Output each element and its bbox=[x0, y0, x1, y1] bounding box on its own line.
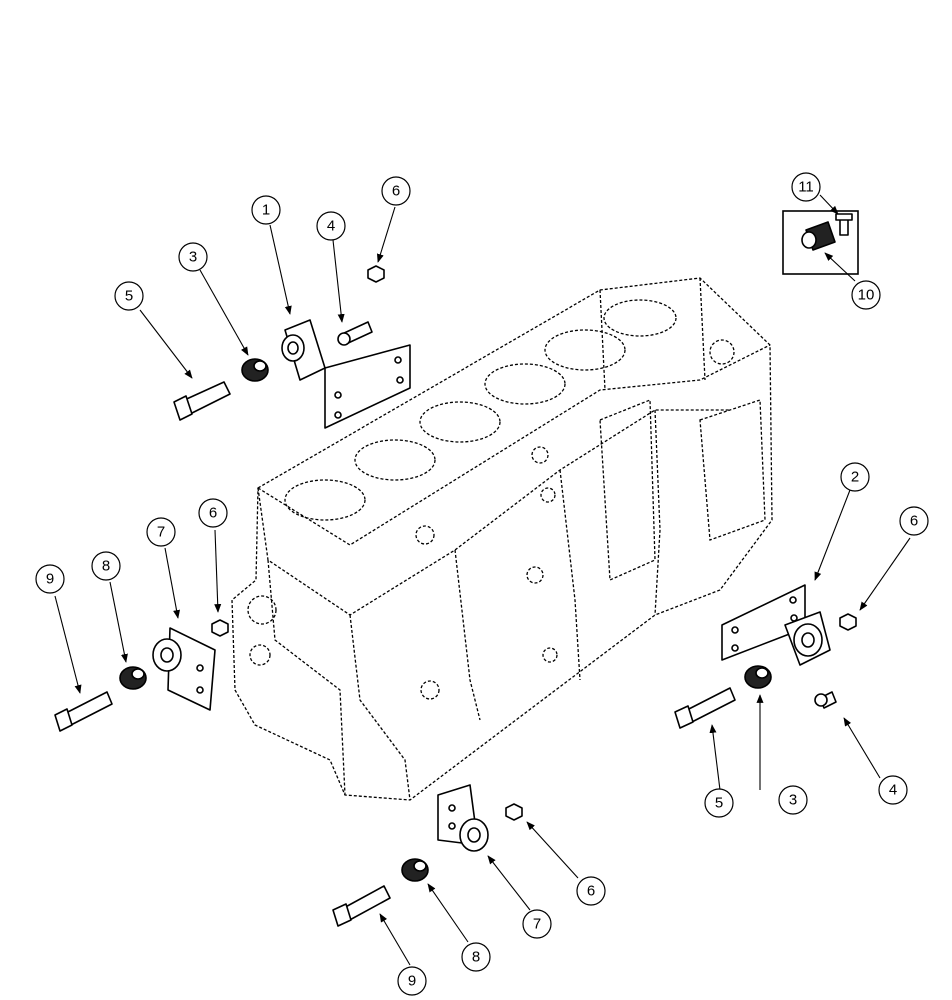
svg-text:6: 6 bbox=[209, 505, 217, 522]
svg-text:3: 3 bbox=[789, 792, 797, 809]
isolator-3-upper bbox=[241, 358, 269, 382]
bolt-9-left bbox=[54, 691, 113, 732]
svg-text:6: 6 bbox=[587, 883, 595, 900]
part-2-mount-bracket bbox=[721, 584, 831, 666]
callout-8-bottom: 8 bbox=[461, 942, 491, 972]
svg-text:4: 4 bbox=[327, 218, 335, 235]
part-1-mount-bracket bbox=[281, 319, 411, 429]
callout-3-right: 3 bbox=[778, 785, 808, 815]
isolator-8-bottom bbox=[401, 858, 429, 882]
callout-2: 2 bbox=[840, 462, 870, 492]
callout-10: 10 bbox=[851, 280, 881, 310]
svg-text:7: 7 bbox=[533, 916, 541, 933]
callout-5-upper: 5 bbox=[114, 281, 144, 311]
callout-9-left: 9 bbox=[35, 564, 65, 594]
svg-text:6: 6 bbox=[910, 513, 918, 530]
isolator-3-right bbox=[744, 665, 772, 689]
nut-6-right bbox=[839, 613, 857, 631]
part-7-mount-left bbox=[152, 627, 216, 711]
svg-text:8: 8 bbox=[472, 949, 480, 966]
callout-9-bottom: 9 bbox=[397, 966, 427, 996]
svg-text:5: 5 bbox=[715, 795, 723, 812]
callout-11: 11 bbox=[791, 172, 821, 202]
svg-text:3: 3 bbox=[189, 249, 197, 266]
svg-text:11: 11 bbox=[798, 179, 814, 196]
svg-text:6: 6 bbox=[392, 183, 400, 200]
svg-text:4: 4 bbox=[889, 782, 897, 799]
callout-7-bottom: 7 bbox=[522, 909, 552, 939]
callout-6-left: 6 bbox=[198, 498, 228, 528]
isolator-8-left bbox=[119, 666, 147, 690]
svg-text:10: 10 bbox=[858, 287, 875, 304]
svg-text:8: 8 bbox=[102, 558, 110, 575]
callout-3-upper: 3 bbox=[178, 242, 208, 272]
callout-6-upper: 6 bbox=[381, 176, 411, 206]
leader-lines bbox=[54, 194, 911, 966]
svg-text:2: 2 bbox=[851, 469, 859, 486]
screw-4-right bbox=[814, 691, 837, 709]
callout-7-left: 7 bbox=[146, 517, 176, 547]
bolt-5-right bbox=[674, 687, 736, 729]
svg-text:1: 1 bbox=[262, 202, 270, 219]
svg-text:9: 9 bbox=[46, 571, 54, 588]
nut-6-left bbox=[211, 619, 229, 637]
bolt-9-bottom bbox=[332, 885, 391, 927]
callout-4-upper: 4 bbox=[316, 211, 346, 241]
callout-8-left: 8 bbox=[91, 551, 121, 581]
callout-6-bottom: 6 bbox=[576, 876, 606, 906]
callout-5-right: 5 bbox=[704, 788, 734, 818]
nut-6-upper bbox=[367, 265, 385, 283]
callout-4-right: 4 bbox=[878, 775, 908, 805]
callout-1: 1 bbox=[251, 195, 281, 225]
inset-detail-box bbox=[782, 210, 859, 275]
callout-6-right: 6 bbox=[899, 506, 929, 536]
svg-text:5: 5 bbox=[125, 288, 133, 305]
svg-text:7: 7 bbox=[157, 524, 165, 541]
engine-block bbox=[231, 277, 773, 801]
nut-6-bottom bbox=[505, 803, 523, 821]
svg-text:9: 9 bbox=[408, 973, 416, 990]
part-7-mount-bottom bbox=[437, 784, 489, 852]
screw-4-upper bbox=[337, 321, 373, 346]
bolt-5-upper bbox=[173, 381, 231, 421]
